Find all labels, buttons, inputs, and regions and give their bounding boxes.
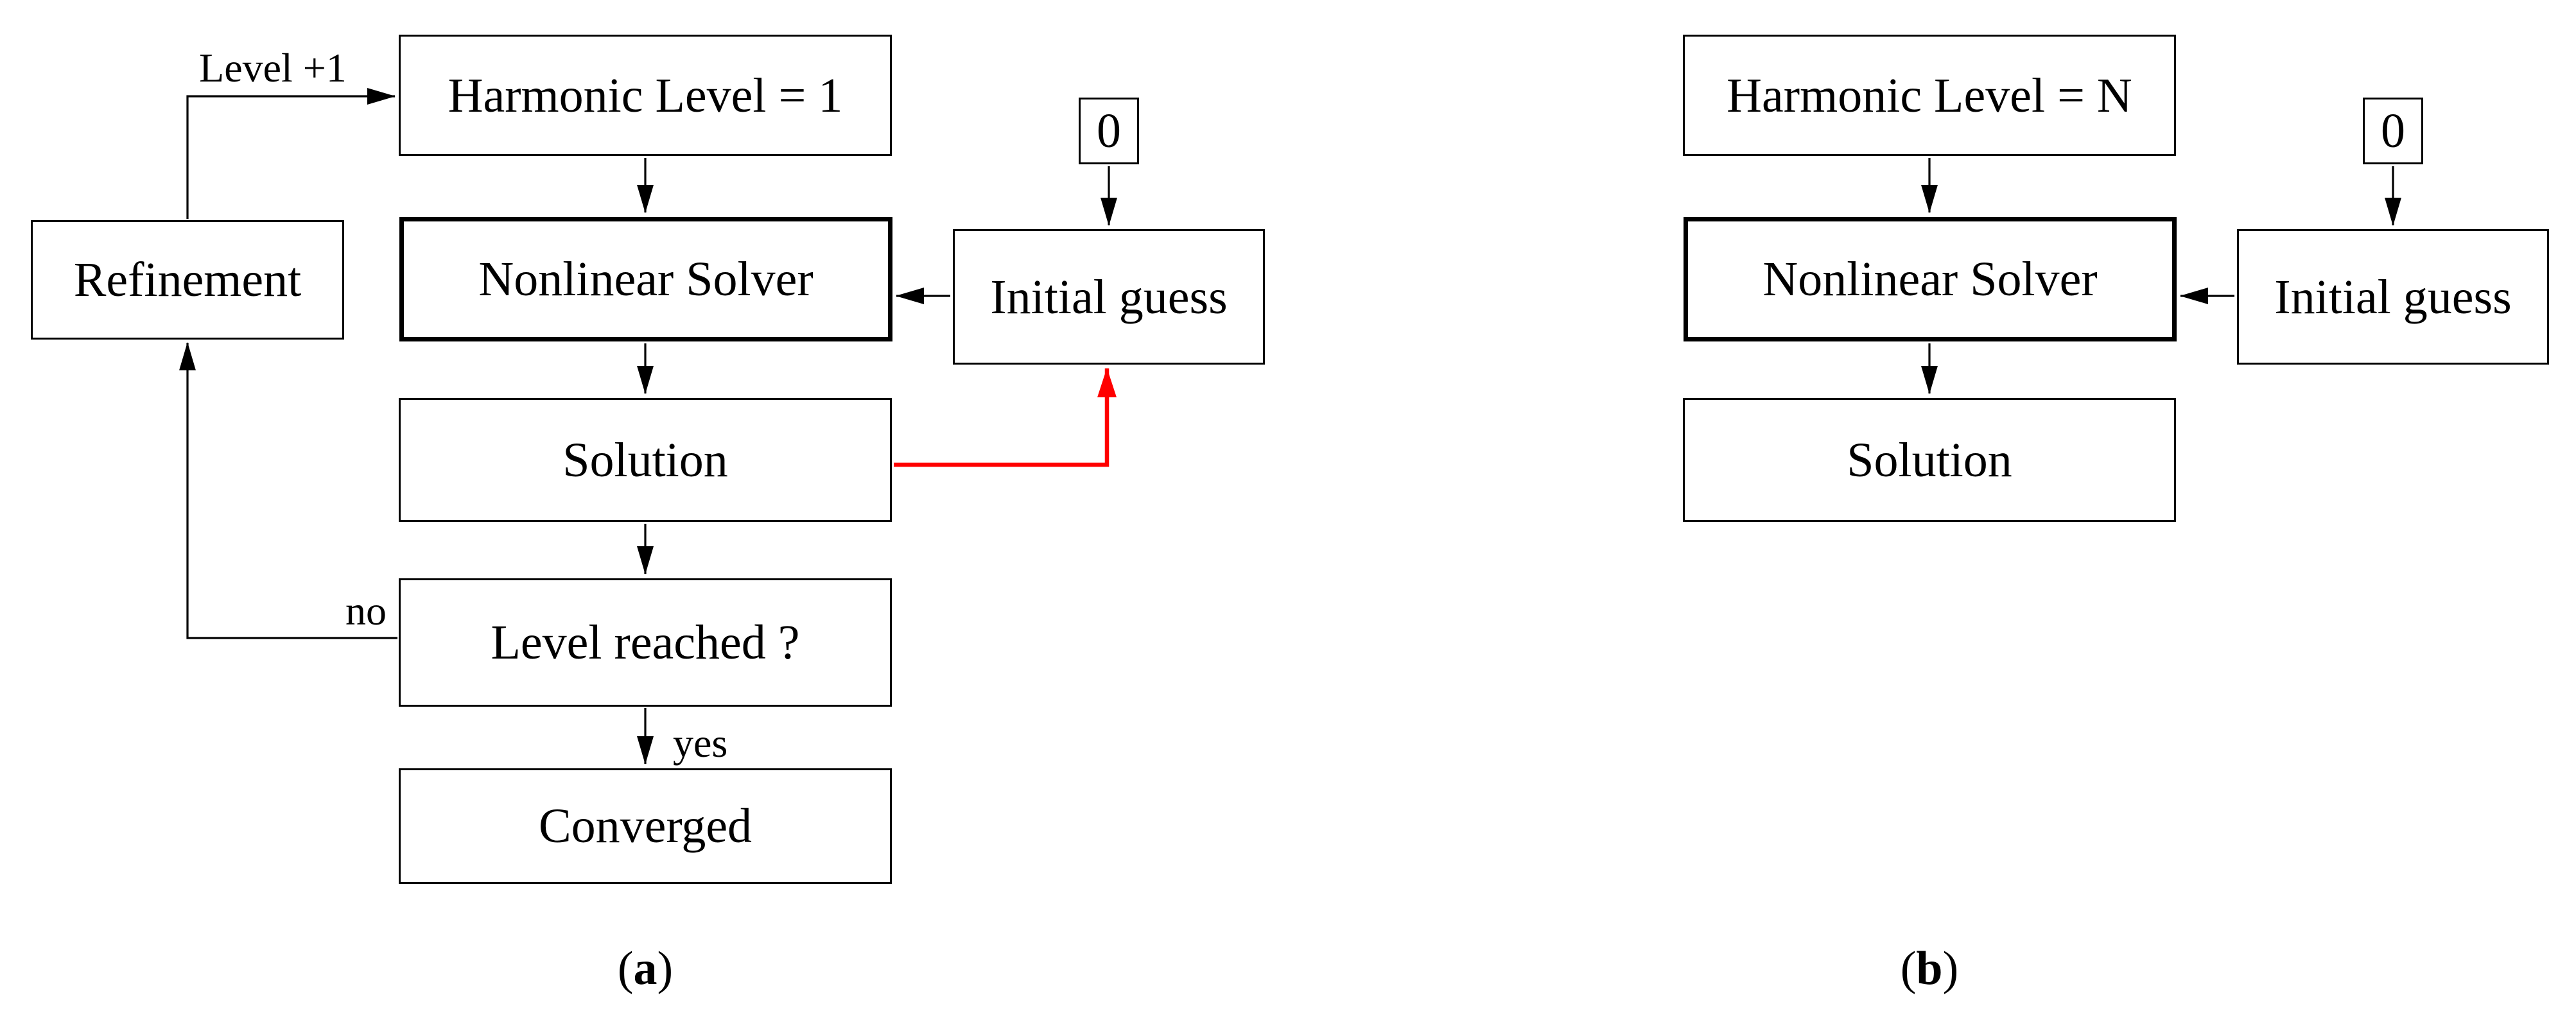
node-harmonic-level-n: Harmonic Level = N [1683,35,2176,156]
edge-label-yes: yes [673,720,728,766]
arrow-a-level-reached-no-to-refinement [179,342,397,639]
caption-a-open-paren: ( [617,942,634,995]
node-initial-guess-a: Initial guess [953,229,1265,365]
edge-label-no: no [345,588,387,634]
node-zero-a: 0 [1079,98,1139,164]
node-zero-b: 0 [2363,98,2423,164]
caption-b: (b) [1901,945,1958,992]
node-level-reached: Level reached ? [399,578,892,707]
caption-a-close-paren: ) [657,942,674,995]
edge-label-level-plus-1: Level +1 [199,45,347,91]
node-converged: Converged [399,768,892,884]
node-refinement: Refinement [31,220,344,340]
caption-b-close-paren: ) [1942,942,1959,995]
node-nonlinear-solver-a: Nonlinear Solver [399,217,892,341]
arrow-a-solution-feedback-to-initial-guess [894,368,1117,467]
node-solution-a: Solution [399,398,892,522]
caption-a-letter: a [633,942,657,995]
node-harmonic-level-1: Harmonic Level = 1 [399,35,892,156]
caption-a: (a) [618,945,673,992]
node-solution-b: Solution [1683,398,2176,522]
caption-b-open-paren: ( [1900,942,1917,995]
caption-b-letter: b [1916,942,1943,995]
node-nonlinear-solver-b: Nonlinear Solver [1684,217,2177,341]
node-initial-guess-b: Initial guess [2237,229,2549,365]
arrow-a-refinement-to-harmonic-level-plus-1 [186,88,396,219]
